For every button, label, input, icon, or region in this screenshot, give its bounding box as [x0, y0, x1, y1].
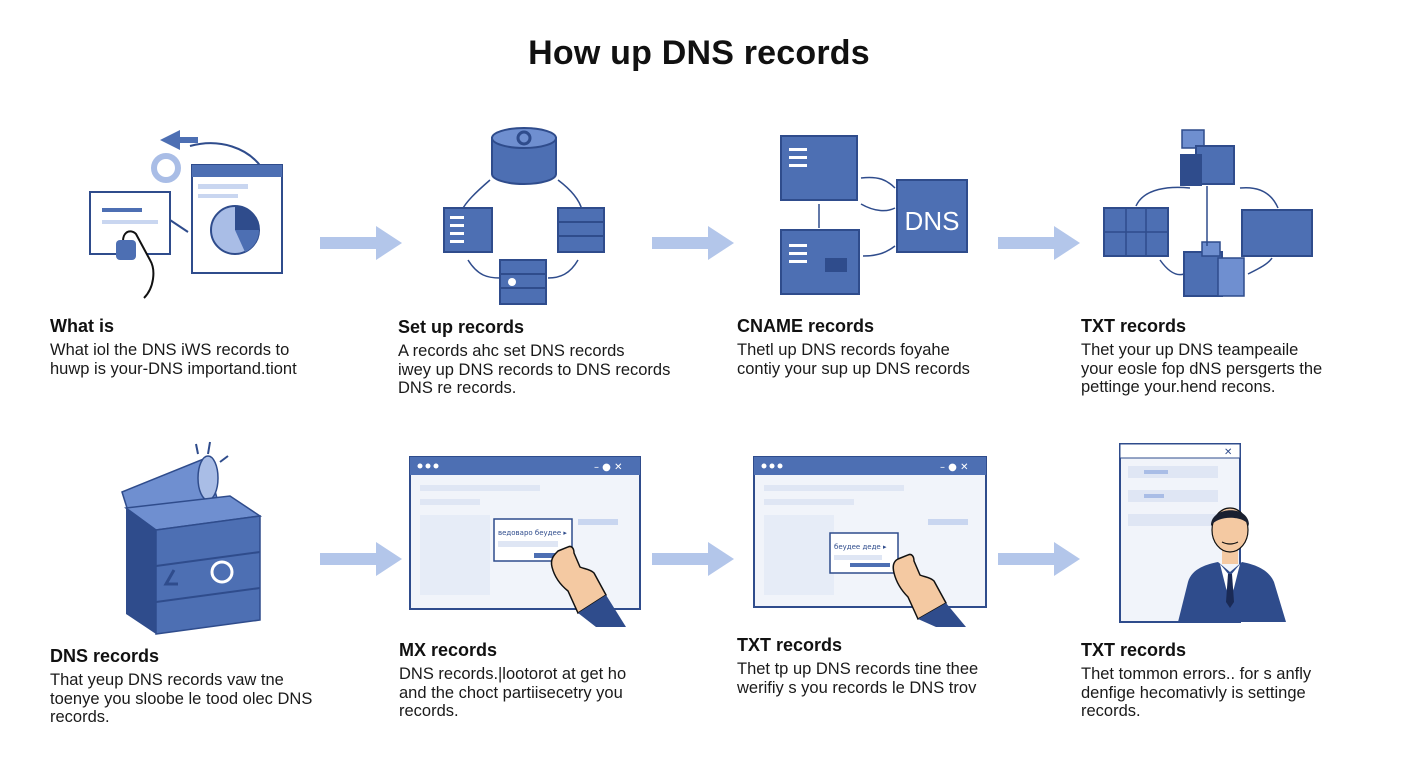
browser-dialog-hand-icon: – ● ✕ беудее деде ▸	[753, 456, 987, 627]
step-line: pettinge your.hend recons.	[1081, 378, 1276, 396]
step-heading: TXT records	[737, 635, 843, 655]
flow-arrow-5	[652, 542, 734, 576]
step-line: records.	[50, 708, 110, 726]
step-heading: MX records	[399, 640, 498, 660]
step-1-text: What is What iol the DNS iWS records to …	[50, 316, 350, 378]
step-2-text: Set up records A records ahc set DNS rec…	[398, 317, 698, 398]
megaphone-cube-icon	[121, 441, 263, 635]
person-browser-icon: ✕	[1119, 443, 1286, 623]
step-line: toenye you sloobe le tood olec DNS	[50, 689, 313, 708]
server-network-icon	[443, 127, 605, 305]
step-heading: Set up records	[398, 317, 525, 337]
step-heading: DNS records	[50, 646, 160, 666]
flow-arrow-3	[998, 226, 1080, 260]
browser-pie-chart-icon	[89, 130, 283, 299]
step-heading: TXT records	[1081, 640, 1187, 660]
step-6-text: MX records DNS records.|lootorot at get …	[399, 640, 699, 721]
step-line: A records ahc set DNS records	[398, 342, 625, 360]
svg-text:– ● ✕: – ● ✕	[940, 462, 968, 473]
step-line: huwp is your-DNS importand.tiont	[50, 359, 297, 378]
flow-arrow-4	[320, 542, 402, 576]
step-line: denfige hecomativly is settinge	[1081, 683, 1306, 702]
dialog-text: беудее деде ▸	[834, 543, 887, 551]
step-3-text: CNAME records Thetl up DNS records foуah…	[737, 316, 1037, 378]
step-line: records.	[1081, 702, 1141, 720]
step-line: Thet your up DNS teampeaile	[1081, 341, 1299, 359]
dialog-text: ведоваро беудее ▸	[498, 529, 567, 537]
step-line: What iol the DNS iWS records to	[50, 341, 290, 359]
step-heading: What is	[50, 316, 115, 336]
step-line: Thetl up DNS records foуahe	[737, 341, 950, 359]
flow-arrow-1	[320, 226, 402, 260]
step-line: Thet tommon errors.. for s anfly	[1081, 665, 1312, 683]
step-line: That yeup DNS records vaw tne	[50, 671, 284, 689]
step-heading: CNAME records	[737, 316, 875, 336]
step-line: DNS re records.	[398, 379, 517, 397]
page-title: How up DNS records	[528, 34, 870, 72]
step-line: contiy your sup up DNS records	[737, 359, 970, 378]
step-line: records.	[399, 702, 459, 720]
svg-text:✕: ✕	[1224, 447, 1232, 458]
step-8-text: TXT records Thet tommon errors.. for s a…	[1081, 640, 1381, 721]
step-line: werifiy s you records le DNS trov	[737, 678, 977, 697]
flow-arrow-2	[652, 226, 734, 260]
step-line: and the choct partiisecetry you	[399, 683, 623, 702]
step-line: your eosle fop dNS persgerts the	[1081, 359, 1323, 378]
step-line: DNS records.|lootorot at get ho	[399, 665, 627, 683]
browser-dialog-hand-icon: – ● ✕ ведоваро беудее ▸	[409, 456, 641, 627]
step-line: Thet tp up DNS records tine thee	[737, 660, 979, 678]
step-7-text: TXT records Thet tp up DNS records tine …	[737, 635, 1037, 697]
step-heading: TXT records	[1081, 316, 1187, 336]
cubes-network-icon	[1103, 129, 1313, 297]
step-line: iwey up DNS records to DNS records	[398, 360, 671, 379]
flow-arrow-6	[998, 542, 1080, 576]
step-5-text: DNS records That yeup DNS records vaw tn…	[50, 646, 350, 727]
dns-badge-label: DNS	[905, 206, 960, 236]
svg-text:– ● ✕: – ● ✕	[594, 462, 622, 473]
dns-servers-icon: DNS	[780, 135, 968, 295]
step-4-text: TXT records Thet your up DNS teampeaile …	[1081, 316, 1381, 397]
